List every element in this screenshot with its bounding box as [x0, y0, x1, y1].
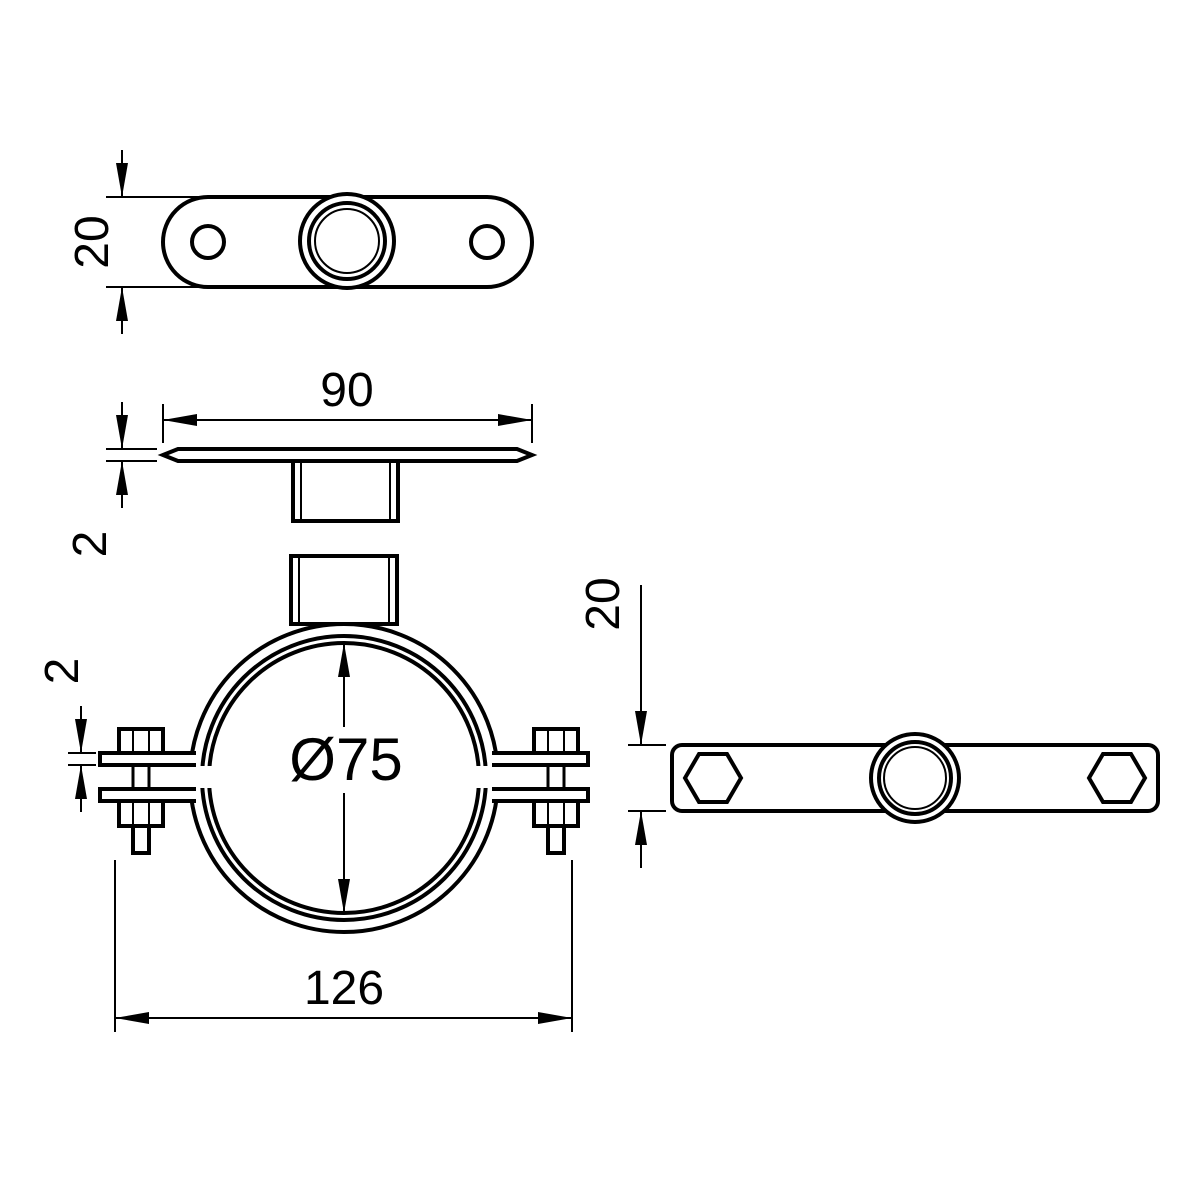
bolt-stub: [546, 824, 566, 855]
bolt-right: [532, 727, 580, 855]
dim-overall-width-text: 126: [304, 962, 384, 1015]
arrowhead: [338, 643, 350, 677]
dim-flange-thickness-text: 2: [36, 658, 89, 685]
bolt-stub: [131, 824, 151, 855]
plate-hole-left: [190, 224, 226, 260]
hex-bolt-right: [1086, 752, 1148, 804]
socket-boss-thread: [314, 208, 380, 274]
clamp-socket: [289, 554, 399, 626]
ring-mid: [877, 740, 953, 816]
arrowhead: [116, 287, 128, 321]
arrowhead: [116, 415, 128, 449]
plate-edge: [157, 447, 538, 463]
bolt-nut: [532, 799, 580, 828]
arrowhead: [635, 811, 647, 845]
split-gap-left: [184, 766, 216, 788]
arrowhead: [498, 414, 532, 426]
arrowhead: [75, 765, 87, 799]
socket-boss-inner: [307, 201, 387, 281]
socket-boss-outer: [298, 192, 396, 290]
plate-side-view: [157, 447, 538, 523]
dim-plate-width: 20: [66, 150, 210, 334]
text-mask: [282, 727, 410, 793]
dim-pipe-diameter-text: Ø75: [289, 726, 402, 793]
hex-bolt-left: [682, 752, 744, 804]
strap-side-view: [670, 732, 1160, 824]
arrowhead: [538, 1012, 572, 1024]
bolt-left: [117, 727, 165, 855]
dim-plate-length-text: 90: [320, 364, 373, 417]
dim-overall-width: 126: [114, 860, 573, 1032]
bolt-head: [532, 727, 580, 755]
bolt-head: [117, 727, 165, 755]
top-view: [161, 192, 534, 290]
split-gap-right: [472, 766, 504, 788]
plate-hole-right: [469, 224, 505, 260]
dim-strap-width-text: 20: [577, 577, 630, 630]
arrowhead: [635, 711, 647, 745]
arrowhead: [115, 1012, 149, 1024]
socket-upper: [291, 459, 400, 523]
dim-flange-thickness: 2: [36, 658, 96, 812]
dim-plate-thickness: 2: [64, 402, 157, 557]
arrowhead: [338, 879, 350, 913]
bolt-nut: [117, 799, 165, 828]
clamp-front-view: [98, 554, 590, 934]
dim-plate-width-text: 20: [66, 215, 119, 268]
arrowhead: [116, 163, 128, 197]
arrowhead: [163, 414, 197, 426]
arrowhead: [116, 461, 128, 495]
dim-plate-thickness-text: 2: [64, 531, 117, 558]
arrowhead: [75, 719, 87, 753]
dim-strap-width: 20: [577, 577, 666, 868]
ring-thread: [883, 746, 947, 810]
dim-pipe-diameter: Ø75: [282, 643, 410, 913]
dim-plate-length: 90: [162, 364, 533, 443]
